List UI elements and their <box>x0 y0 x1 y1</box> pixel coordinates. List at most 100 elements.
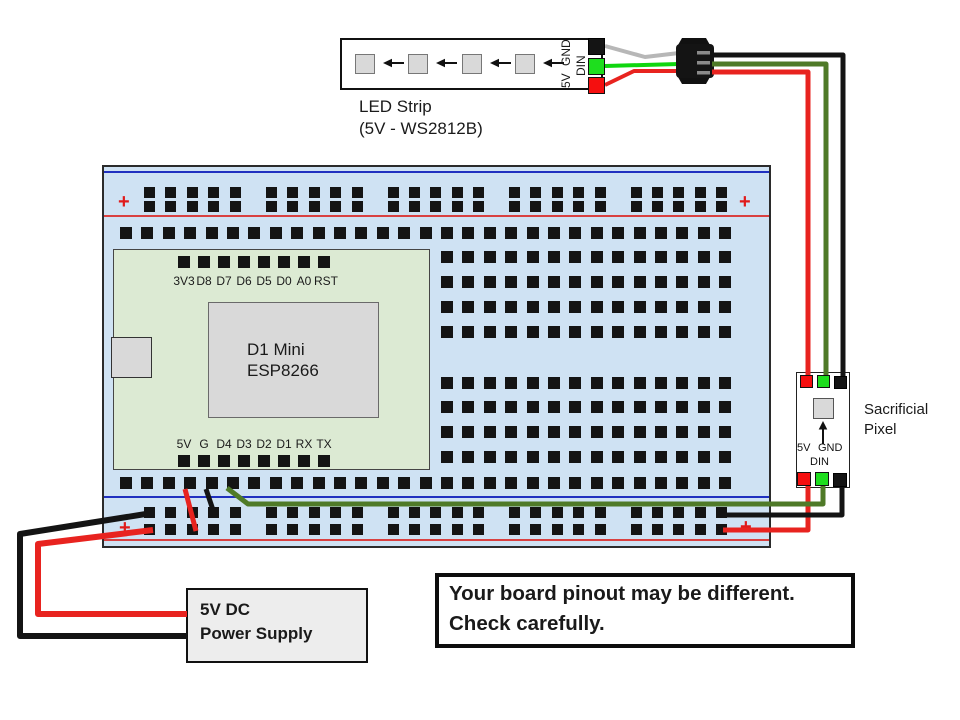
breadboard-rail-hole <box>673 524 685 535</box>
strip-5v-label: 5V <box>559 73 573 88</box>
breadboard-rail-hole <box>408 507 420 518</box>
breadboard-rail-hole <box>451 524 463 535</box>
breadboard-rail-hole <box>530 201 542 212</box>
breadboard-rail-hole <box>473 507 485 518</box>
breadboard-rail-hole <box>287 507 299 518</box>
rail-blue-line-bottom <box>104 496 769 498</box>
breadboard-hole <box>633 401 646 413</box>
jst-slot <box>697 71 710 75</box>
breadboard-rail-hole <box>208 201 220 212</box>
breadboard-hole <box>719 401 732 413</box>
breadboard-hole <box>205 227 218 239</box>
breadboard-rail-hole <box>430 201 442 212</box>
breadboard-hole <box>590 426 603 438</box>
breadboard-hole <box>398 227 411 239</box>
strip-gnd-label: GND <box>559 39 573 66</box>
breadboard-hole <box>569 251 582 263</box>
breadboard-rail-hole <box>266 507 277 518</box>
breadboard-rail-hole <box>408 524 420 535</box>
breadboard-hole <box>697 377 710 389</box>
pin-label-d0: D0 <box>276 274 292 288</box>
breadboard-hole <box>441 326 453 338</box>
breadboard-rail-hole <box>551 524 563 535</box>
strip-din-label: DIN <box>574 55 588 76</box>
d1-pin <box>318 455 330 467</box>
d1-pin <box>238 455 250 467</box>
pin-label-d8: D8 <box>196 274 212 288</box>
sac-top-5v-pad <box>800 375 813 388</box>
breadboard-rail-hole <box>630 201 642 212</box>
breadboard-rail-hole <box>530 524 542 535</box>
breadboard-hole <box>633 451 646 463</box>
breadboard-rail-hole <box>594 187 606 198</box>
breadboard-rail-hole <box>287 201 299 212</box>
breadboard-rail-hole <box>208 507 220 518</box>
d1-pin <box>258 256 270 268</box>
jst-slot <box>697 61 710 65</box>
breadboard-rail-hole <box>694 524 706 535</box>
breadboard-hole <box>441 401 453 413</box>
breadboard-hole <box>227 227 239 239</box>
led-pixel <box>355 54 375 74</box>
pin-label-3v3: 3V3 <box>173 274 195 288</box>
pin-label-tx: TX <box>316 437 332 451</box>
breadboard-hole <box>697 451 710 463</box>
breadboard-hole <box>676 326 689 338</box>
sac-gnd-label: GND <box>818 442 843 454</box>
jst-connector-tab-bottom <box>678 77 710 84</box>
breadboard-rail-hole <box>530 507 542 518</box>
pin-label-d6: D6 <box>236 274 252 288</box>
breadboard-hole <box>376 477 389 489</box>
d1-pin <box>318 256 330 268</box>
breadboard-hole <box>205 477 218 489</box>
led-pixel <box>408 54 428 74</box>
breadboard-hole <box>505 301 518 313</box>
breadboard-hole <box>548 377 560 389</box>
breadboard-rail-hole <box>451 201 463 212</box>
pin-label-d1: D1 <box>276 437 292 451</box>
breadboard-hole <box>526 326 539 338</box>
breadboard-rail-hole <box>573 524 585 535</box>
breadboard-hole <box>633 477 646 489</box>
breadboard-rail-hole <box>229 524 241 535</box>
d1-pin <box>218 455 230 467</box>
breadboard-hole <box>612 227 625 239</box>
breadboard-hole <box>419 477 432 489</box>
breadboard-hole <box>483 451 496 463</box>
breadboard-rail-hole <box>573 187 585 198</box>
breadboard-hole <box>312 227 325 239</box>
breadboard-hole <box>612 276 625 288</box>
breadboard-hole <box>526 401 539 413</box>
led-pixel <box>462 54 482 74</box>
breadboard-rail-hole <box>229 201 241 212</box>
breadboard-rail-hole <box>186 524 198 535</box>
sac-din-label: DIN <box>810 456 829 468</box>
breadboard-hole <box>633 426 646 438</box>
rail-plus-top-right: + <box>739 191 751 213</box>
breadboard-hole <box>376 227 389 239</box>
breadboard-rail-hole <box>351 507 363 518</box>
breadboard-hole <box>719 301 732 313</box>
breadboard-rail-hole <box>551 187 563 198</box>
breadboard-hole <box>655 451 667 463</box>
led-strip-caption: LED Strip (5V - WS2812B) <box>359 97 483 138</box>
breadboard-hole <box>633 227 646 239</box>
breadboard-hole <box>612 251 625 263</box>
breadboard-hole <box>590 377 603 389</box>
d1-pin <box>178 455 190 467</box>
breadboard-rail-hole <box>473 187 485 198</box>
breadboard-rail-hole <box>330 524 342 535</box>
sacrificial-pixel-led <box>813 398 834 419</box>
breadboard-hole <box>462 451 475 463</box>
breadboard-rail-hole <box>387 524 399 535</box>
breadboard-rail-hole <box>308 524 320 535</box>
breadboard-hole <box>483 377 496 389</box>
breadboard-hole <box>569 301 582 313</box>
breadboard-rail-hole <box>266 524 277 535</box>
d1-pin <box>198 455 210 467</box>
breadboard-hole <box>334 227 346 239</box>
breadboard-hole <box>548 301 560 313</box>
breadboard-rail-hole <box>387 187 399 198</box>
breadboard-hole <box>569 377 582 389</box>
breadboard-hole <box>590 401 603 413</box>
